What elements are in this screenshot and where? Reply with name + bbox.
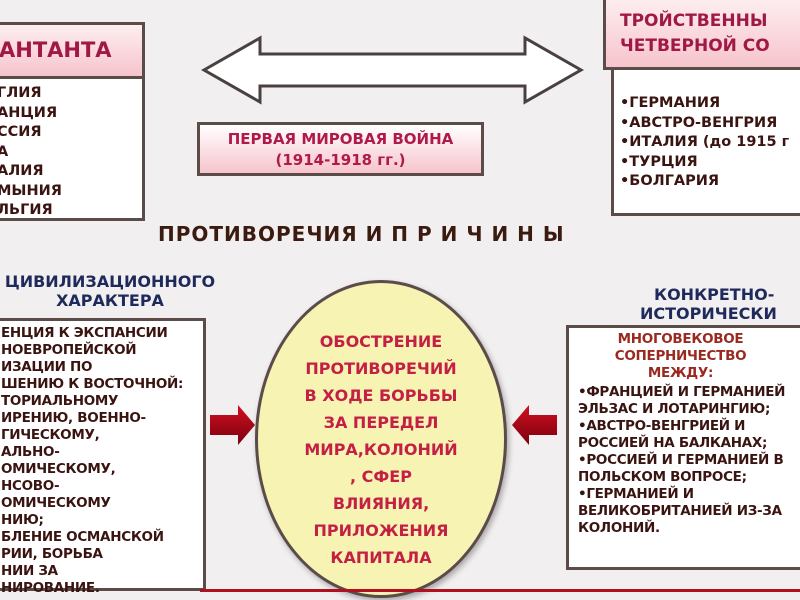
- war-title: ПЕРВАЯ МИРОВАЯ ВОЙНА: [227, 130, 454, 148]
- bottom-divider: [200, 589, 800, 592]
- list-item: •БОЛГАРИЯ: [620, 173, 720, 189]
- left-arrow-icon: [512, 405, 557, 445]
- text-line: РИИ, БОРЬБА: [1, 546, 103, 562]
- text-line: ОМИЧЕСКОМУ: [1, 495, 111, 511]
- text-line: ШЕНИЮ К ВОСТОЧНОЙ:: [1, 376, 184, 392]
- concrete-heading: КОНКРЕТНО- ИСТОРИЧЕСКИ: [640, 285, 777, 323]
- text-line: ЕНЦИЯ К ЭКСПАНСИИ: [1, 325, 168, 341]
- text-line: ЗА ПЕРЕДЕЛ: [323, 413, 439, 432]
- concrete-heading-2: ИСТОРИЧЕСКИ: [640, 304, 777, 323]
- text-line: ПРОТИВОРЕЧИЙ: [305, 359, 457, 378]
- list-item: •ИТАЛИЯ (до 1915 г: [620, 134, 790, 150]
- right-arrow-icon: [210, 405, 255, 445]
- text-line: НИИ ЗА: [1, 563, 58, 579]
- text-line: В ХОДЕ БОРЬБЫ: [304, 386, 458, 405]
- double-arrow-icon: [200, 35, 585, 105]
- text-line: •ГЕРМАНИЕЙ И: [578, 486, 694, 502]
- text-line: ГИЧЕСКОМУ,: [1, 427, 100, 443]
- triple-title-1: ТРОЙСТВЕННЫ: [620, 11, 768, 31]
- text-line: НОЕВРОПЕЙСКОЙ: [1, 342, 137, 358]
- text-line: БЛЕНИЕ ОСМАНСКОЙ: [1, 529, 164, 545]
- list-item: МЫНИЯ: [0, 182, 62, 199]
- civil-heading: ЦИВИЛИЗАЦИОННОГО ХАРАКТЕРА: [0, 272, 230, 310]
- text-line: НИЮ;: [1, 512, 44, 528]
- main-heading: ПРОТИВОРЕЧИЯ И П Р И Ч И Н Ы: [158, 222, 565, 246]
- civil-heading-2: ХАРАКТЕРА: [56, 291, 164, 310]
- subtitle-1: МНОГОВЕКОВОЕ: [617, 331, 744, 347]
- war-title-box: ПЕРВАЯ МИРОВАЯ ВОЙНА (1914-1918 гг.): [197, 122, 484, 176]
- text-line: АЛЬНО-: [1, 444, 60, 460]
- concrete-box: МНОГОВЕКОВОЕ СОПЕРНИЧЕСТВО МЕЖДУ: •ФРАНЦ…: [566, 325, 800, 570]
- text-line: ИРЕНИЮ, ВОЕННО-: [1, 410, 146, 426]
- triple-alliance-box: ТРОЙСТВЕННЫ ЧЕТВЕРНОЙ СО •ГЕРМАНИЯ •АВСТР…: [603, 0, 800, 216]
- list-item: ЛЬГИЯ: [0, 202, 53, 218]
- text-line: КОЛОНИЙ.: [578, 520, 660, 536]
- text-line: ПРИЛОЖЕНИЯ: [313, 521, 449, 540]
- list-item: ССИЯ: [0, 124, 42, 140]
- text-line: РОССИЕЙ НА БАЛКАНАХ;: [578, 435, 768, 451]
- triple-header: ТРОЙСТВЕННЫ ЧЕТВЕРНОЙ СО: [603, 0, 800, 70]
- list-item: •ГЕРМАНИЯ: [620, 95, 721, 111]
- list-item: ГЛИЯ: [0, 85, 42, 101]
- center-circle: ОБОСТРЕНИЕ ПРОТИВОРЕЧИЙ В ХОДЕ БОРЬБЫ ЗА ПЕ…: [255, 280, 507, 598]
- subtitle-2: СОПЕРНИЧЕСТВО: [614, 348, 747, 364]
- concrete-subtitle: МНОГОВЕКОВОЕ СОПЕРНИЧЕСТВО МЕЖДУ:: [578, 331, 783, 382]
- text-line: ВЛИЯНИЯ,: [332, 494, 430, 513]
- text-line: •ФРАНЦИЕЙ И ГЕРМАНИЕЙ: [578, 384, 786, 400]
- text-line: , СФЕР: [350, 467, 412, 486]
- entente-header: АНТАНТА: [0, 25, 142, 79]
- text-line: ОМИЧЕСКОМУ,: [1, 461, 116, 477]
- entente-box: АНТАНТА ГЛИЯ АНЦИЯ ССИЯ А АЛИЯ МЫНИЯ ЛЬГИЯ: [0, 22, 145, 221]
- list-item: А: [0, 143, 9, 160]
- text-line: •АВСТРО-ВЕНГРИЕЙ И: [578, 418, 746, 434]
- text-line: ИЗАЦИИ ПО: [1, 359, 93, 375]
- list-item: •АВСТРО-ВЕНГРИЯ: [620, 114, 778, 131]
- triple-title-2: ЧЕТВЕРНОЙ СО: [620, 36, 770, 56]
- text-line: КАПИТАЛА: [330, 548, 432, 567]
- text-line: ВЕЛИКОБРИТАНИЕЙ ИЗ-ЗА: [578, 503, 782, 519]
- text-line: НСОВО-: [1, 478, 60, 494]
- text-line: •РОССИЕЙ И ГЕРМАНИЕЙ В: [578, 452, 784, 468]
- civil-heading-1: ЦИВИЛИЗАЦИОННОГО: [4, 272, 216, 291]
- subtitle-3: МЕЖДУ:: [647, 365, 714, 381]
- entente-list: ГЛИЯ АНЦИЯ ССИЯ А АЛИЯ МЫНИЯ ЛЬГИЯ: [0, 79, 142, 221]
- list-item: АНЦИЯ: [0, 104, 58, 121]
- text-line: ОБОСТРЕНИЕ: [319, 332, 443, 351]
- text-line: ТОРИАЛЬНОМУ: [1, 393, 119, 409]
- list-item: •ТУРЦИЯ: [620, 153, 698, 170]
- concrete-heading-1: КОНКРЕТНО-: [654, 285, 775, 304]
- list-item: АЛИЯ: [0, 163, 44, 179]
- text-line: НИРОВАНИЕ.: [1, 580, 100, 596]
- text-line: ПОЛЬСКОМ ВОПРОСЕ;: [578, 469, 747, 485]
- text-line: ЭЛЬЗАС И ЛОТАРИНГИЮ;: [578, 401, 771, 417]
- war-years: (1914-1918 гг.): [275, 151, 406, 169]
- text-line: МИРА,КОЛОНИЙ: [304, 440, 458, 459]
- triple-body: •ГЕРМАНИЯ •АВСТРО-ВЕНГРИЯ •ИТАЛИЯ (до 1915…: [611, 70, 800, 216]
